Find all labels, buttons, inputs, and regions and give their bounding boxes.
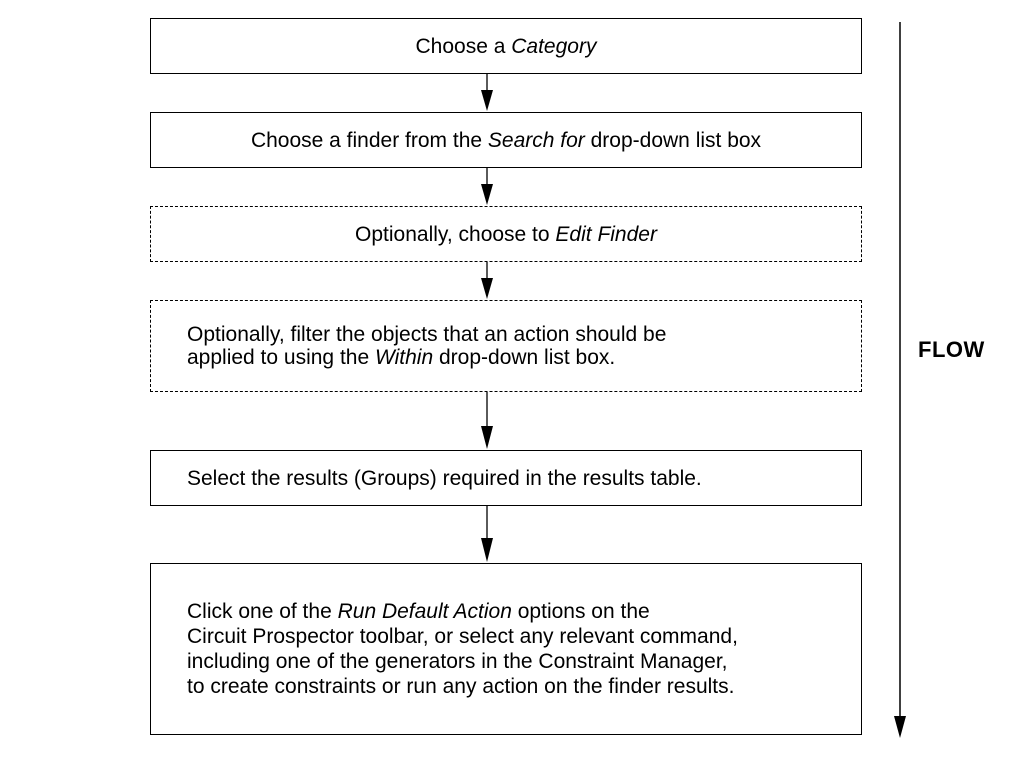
step-1-text-part: Choose a bbox=[415, 34, 512, 58]
step-1-text: Choose a Category bbox=[416, 35, 597, 58]
step-6-text-part: including one of the generators in the C… bbox=[187, 650, 728, 673]
step-2-box: Choose a finder from the Search for drop… bbox=[150, 112, 862, 168]
step-6-text-part: to create constraints or run any action … bbox=[187, 675, 735, 698]
step-2-text-part: drop-down list box bbox=[584, 128, 762, 152]
step-6-line-1: Click one of the Run Default Action opti… bbox=[187, 599, 861, 624]
flow-arrow bbox=[894, 22, 906, 738]
step-4-line-1: Optionally, filter the objects that an a… bbox=[187, 323, 861, 346]
step-5-text-part: Select the results (Groups) required in … bbox=[187, 466, 702, 490]
step-6-line-3: including one of the generators in the C… bbox=[187, 649, 861, 674]
step-2-text: Choose a finder from the Search for drop… bbox=[251, 129, 761, 152]
step-5-line-1: Select the results (Groups) required in … bbox=[187, 467, 861, 490]
connector-arrow-4 bbox=[481, 392, 493, 449]
step-6-text-part: Circuit Prospector toolbar, or select an… bbox=[187, 625, 738, 648]
step-5-box: Select the results (Groups) required in … bbox=[150, 450, 862, 506]
step-6-line-4: to create constraints or run any action … bbox=[187, 674, 861, 699]
step-3-text: Optionally, choose to Edit Finder bbox=[355, 223, 657, 246]
step-4-term-within: Within bbox=[374, 346, 434, 369]
step-3-box-optional: Optionally, choose to Edit Finder bbox=[150, 206, 862, 262]
step-1-term-category: Category bbox=[511, 34, 597, 58]
step-6-text-part: Click one of the bbox=[187, 600, 338, 623]
step-6-term-run-default-action: Run Default Action bbox=[337, 600, 512, 623]
step-3-text-part: Optionally, choose to bbox=[355, 222, 556, 246]
connector-arrow-3 bbox=[481, 262, 493, 299]
step-3-term-edit-finder: Edit Finder bbox=[555, 222, 657, 246]
step-4-line-2: applied to using the Within drop-down li… bbox=[187, 346, 861, 369]
flow-label: FLOW bbox=[918, 337, 985, 362]
connector-arrow-5 bbox=[481, 506, 493, 562]
step-4-text-part: Optionally, filter the objects that an a… bbox=[187, 323, 667, 346]
step-2-text-part: Choose a finder from the bbox=[250, 128, 488, 152]
connector-arrow-1 bbox=[481, 74, 493, 111]
step-6-line-2: Circuit Prospector toolbar, or select an… bbox=[187, 624, 861, 649]
step-6-text-part: options on the bbox=[511, 600, 650, 623]
step-4-box-optional: Optionally, filter the objects that an a… bbox=[150, 300, 862, 392]
step-6-box: Click one of the Run Default Action opti… bbox=[150, 563, 862, 735]
step-1-box: Choose a Category bbox=[150, 18, 862, 74]
step-4-text-part: applied to using the bbox=[187, 346, 375, 369]
step-2-term-search-for: Search for bbox=[487, 128, 585, 152]
connector-arrow-2 bbox=[481, 168, 493, 205]
step-4-text-part: drop-down list box. bbox=[433, 346, 616, 369]
